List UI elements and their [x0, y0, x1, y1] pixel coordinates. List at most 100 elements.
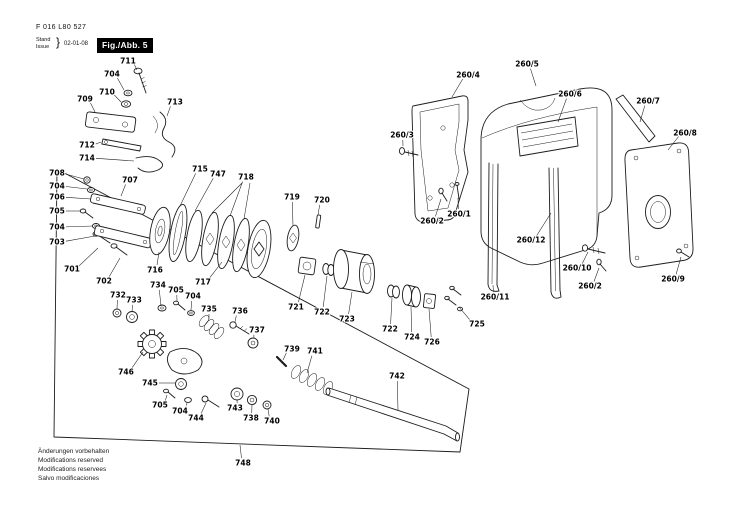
leader-line-260-6	[557, 98, 567, 123]
part-label-717: 717	[195, 278, 211, 287]
leader-line-718	[229, 181, 243, 217]
part-label-716: 716	[147, 266, 163, 275]
leader-line-714	[95, 158, 135, 162]
leader-line-260-8	[667, 136, 679, 151]
leader-line-739	[282, 352, 287, 361]
part-label-260-11: 260/11	[481, 293, 510, 302]
leader-line-704	[65, 225, 94, 228]
leader-line-704	[65, 186, 88, 190]
leader-line-260-4	[451, 78, 463, 98]
ratchet-drive-cluster	[112, 300, 334, 410]
stand-label: Stand	[36, 37, 51, 43]
leader-line-712	[95, 141, 102, 145]
leader-line-704	[185, 402, 188, 408]
part-label-738: 738	[243, 414, 259, 423]
leader-line-720	[317, 204, 320, 216]
leader-line-707	[120, 184, 126, 197]
leader-line-748	[239, 444, 242, 459]
leader-line-704	[117, 77, 125, 91]
leader-line-734	[159, 289, 162, 307]
leader-line-722	[322, 275, 328, 308]
handle-channel	[487, 162, 562, 299]
leader-line-701	[78, 247, 99, 267]
brace-glyph: }	[56, 35, 61, 49]
part-label-737: 737	[249, 326, 265, 335]
leader-line-715	[179, 173, 196, 207]
part-label-260-12: 260/12	[517, 236, 546, 245]
part-label-739: 739	[284, 345, 300, 354]
part-label-724: 724	[404, 333, 420, 342]
part-label-719: 719	[284, 193, 300, 202]
part-label-726: 726	[424, 338, 440, 347]
leader-line-260-11	[492, 284, 494, 293]
legal-line-es: Salvo modificaciones	[38, 475, 100, 482]
part-label-722: 722	[382, 325, 398, 334]
leader-line-741	[306, 355, 313, 374]
leader-line-703	[65, 235, 96, 242]
leader-line-706	[65, 197, 92, 200]
upper-left-hardware	[79, 67, 176, 256]
leader-line-702	[108, 257, 121, 278]
part-label-720: 720	[314, 196, 330, 205]
part-label-721: 721	[288, 303, 304, 312]
sprocket	[137, 329, 167, 359]
part-label-732: 732	[110, 291, 126, 300]
part-label-704: 704	[49, 223, 65, 232]
part-label-733: 733	[126, 296, 142, 305]
housing-group	[398, 87, 694, 299]
leader-line-733	[131, 304, 133, 313]
part-label-723: 723	[339, 315, 355, 324]
leader-line-260-5	[530, 68, 537, 87]
spool-disc-stack	[149, 182, 272, 279]
part-label-736: 736	[232, 307, 248, 316]
part-label-718: 718	[238, 173, 254, 182]
part-label-260-4: 260/4	[456, 71, 480, 80]
leader-line-722	[390, 297, 393, 325]
part-label-743: 743	[227, 404, 243, 413]
leader-line-723	[348, 291, 353, 315]
part-label-260-2: 260/2	[420, 217, 444, 226]
part-label-715: 715	[192, 165, 208, 174]
part-label-260-1: 260/1	[447, 210, 471, 219]
issue-date: 02-01-08	[64, 41, 89, 47]
leader-line-260-2	[593, 267, 600, 282]
part-label-260-10: 260/10	[563, 264, 592, 273]
part-label-740: 740	[264, 417, 280, 426]
leader-line-708	[65, 173, 85, 180]
figure-label-badge: Fig./Abb. 5	[97, 38, 153, 53]
part-label-742: 742	[389, 372, 405, 381]
leader-line-260-9	[675, 256, 682, 275]
leader-line-746	[131, 351, 144, 369]
document-part-number: F 016 L80 527	[36, 24, 87, 31]
part-label-260-3: 260/3	[390, 131, 414, 140]
part-label-711: 711	[120, 57, 136, 66]
part-label-709: 709	[77, 95, 93, 104]
leader-line-713	[166, 106, 171, 117]
leader-line-710	[114, 94, 122, 103]
leader-line-260-7	[639, 105, 646, 123]
part-label-710: 710	[99, 88, 115, 97]
leader-line-260-12	[536, 212, 552, 237]
leader-line-260-2	[435, 198, 442, 217]
part-label-706: 706	[49, 193, 65, 202]
part-label-741: 741	[307, 347, 323, 356]
legal-line-de: Änderungen vorbehalten	[38, 448, 110, 455]
leader-line-740	[267, 408, 270, 417]
leader-line-724	[410, 306, 412, 333]
part-label-260-7: 260/7	[636, 97, 660, 106]
part-label-745: 745	[142, 379, 158, 388]
leader-line-711	[134, 64, 138, 71]
part-label-747: 747	[210, 170, 226, 179]
leader-line-736	[234, 315, 237, 323]
legal-line-en: Modifications reserved	[38, 457, 104, 464]
leader-line-726	[428, 308, 432, 338]
part-label-704: 704	[104, 70, 120, 79]
legal-line-fr: Modifications reservees	[38, 466, 107, 473]
part-label-704: 704	[49, 182, 65, 191]
part-label-705: 705	[152, 401, 168, 410]
leader-line-260-10	[581, 251, 589, 265]
part-label-734: 734	[150, 281, 166, 290]
legal-notice: Änderungen vorbehalten Modifications res…	[38, 447, 109, 483]
part-label-735: 735	[201, 305, 217, 314]
